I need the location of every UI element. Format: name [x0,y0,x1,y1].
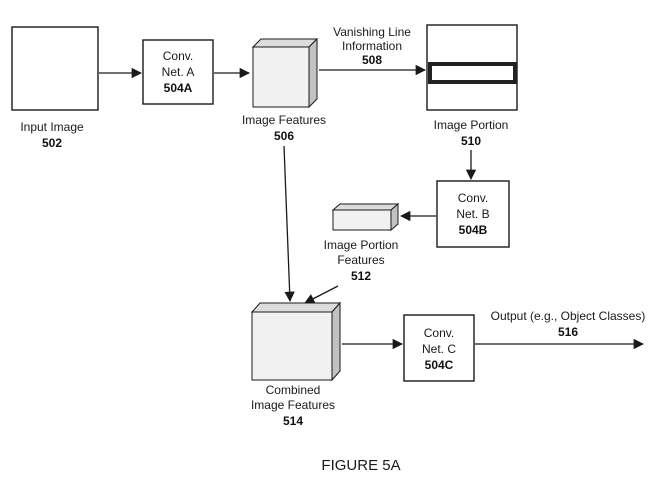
output-ref: 516 [558,325,578,339]
portion-features-ref: 512 [351,269,371,283]
vanishing-line-label-group: Vanishing Line Information 508 [333,25,411,67]
input-image-box [11,26,99,111]
conv-net-c-line2: Net. C [422,342,456,356]
image-features-node: Image Features 506 [242,37,326,143]
conv-net-b-ref: 504B [459,223,488,237]
image-portion-label: Image Portion [434,118,509,132]
arrow-portion-features-to-combined [304,285,339,304]
portion-features-node: Image Portion Features 512 [324,202,400,283]
portion-features-cube-top [331,203,400,211]
combined-features-node: Combined Image Features 514 [250,301,342,428]
combined-features-cube-top [250,302,342,313]
image-features-cube-top [251,38,319,48]
conv-net-b-node: Conv. Net. B 504B [436,180,510,248]
portion-features-line2: Features [337,253,384,267]
conv-net-b-line2: Net. B [456,207,489,221]
image-features-ref: 506 [274,129,294,143]
image-portion-ref: 510 [461,134,481,148]
arrow-features-to-combined [283,145,295,303]
image-features-cube-side [308,37,318,109]
image-features-label: Image Features [242,113,326,127]
output-node: Output (e.g., Object Classes) 516 [475,309,646,350]
combined-features-cube-front [251,311,333,381]
conv-net-b-line1: Conv. [458,191,488,205]
conv-net-c-ref: 504C [425,358,454,372]
input-image-node: Input Image 502 [11,26,99,150]
conv-net-a-ref: 504A [164,81,193,95]
image-portion-box [426,24,518,111]
conv-net-a-line2: Net. A [162,65,195,79]
combined-features-line2: Image Features [251,398,335,412]
conv-net-a-node: Conv. Net. A 504A [142,39,214,105]
vanishing-line-ref: 508 [362,53,382,67]
image-features-cube-front [252,46,310,108]
vanishing-line-line2: Information [342,39,402,53]
conv-net-c-node: Conv. Net. C 504C [403,314,475,382]
conv-net-b-box [436,180,510,248]
combined-features-line1: Combined [266,383,321,397]
vanishing-line-line1: Vanishing Line [333,25,411,39]
figure-label: FIGURE 5A [321,457,400,474]
portion-features-line1: Image Portion [324,238,399,252]
conv-net-a-line1: Conv. [163,49,193,63]
conv-net-a-box [142,39,214,105]
combined-features-ref: 514 [283,414,303,428]
output-label: Output (e.g., Object Classes) [491,309,646,323]
conv-net-c-line1: Conv. [424,326,454,340]
portion-features-cube-front [332,209,392,231]
combined-features-cube-side [331,301,341,382]
input-image-label: Input Image [20,120,84,134]
input-image-ref: 502 [42,136,62,150]
conv-net-c-box [403,314,475,382]
image-portion-highlight [428,62,517,84]
image-portion-node: Image Portion 510 [426,24,518,148]
